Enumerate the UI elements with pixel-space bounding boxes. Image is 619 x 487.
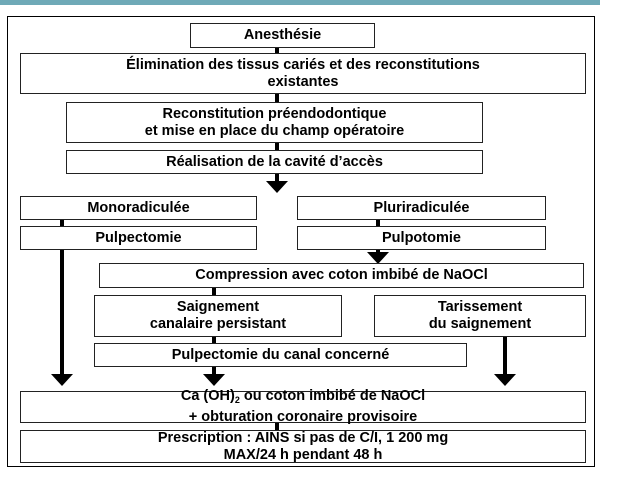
elimination-text: Élimination des tissus cariés et des rec… (126, 57, 480, 91)
connector-line (60, 249, 64, 375)
elimination-label-line2: existantes (267, 73, 339, 90)
monoradiculee-box: Monoradiculée (20, 196, 257, 220)
arrow-down-icon (367, 252, 389, 264)
compression-label: Compression avec coton imbibé de NaOCl (195, 267, 488, 283)
ca-line: Ca (OH)2 ou coton imbibé de NaOCl (181, 388, 425, 409)
anesthesie-box: Anesthésie (190, 23, 375, 48)
realisation-box: Réalisation de la cavité d’accès (66, 150, 483, 174)
arrow-down-icon (266, 181, 288, 193)
tarissement-text: Tarissement du saignement (429, 299, 531, 333)
anesthesie-label: Anesthésie (243, 27, 322, 43)
pulpectomie-label: Pulpectomie (95, 229, 182, 246)
tarissement-label-line1: Tarissement (437, 299, 523, 315)
connector-line (212, 336, 216, 344)
prescription-text: Prescription : AINS si pas de C/I, 1 200… (158, 430, 448, 464)
connector-line (376, 249, 380, 253)
connector-line (275, 422, 279, 430)
arrow-down-icon (494, 374, 516, 386)
saignement-box: Saignement canalaire persistant (94, 295, 342, 337)
top-accent-bar (0, 0, 600, 5)
connector-line (275, 93, 279, 102)
connector-line (212, 287, 216, 295)
connector-line (503, 337, 507, 375)
connector-line (376, 219, 380, 226)
connector-line (60, 219, 64, 227)
pulpotomie-box: Pulpotomie (297, 226, 546, 250)
realisation-label: Réalisation de la cavité d’accès (166, 153, 383, 170)
prescription-box: Prescription : AINS si pas de C/I, 1 200… (20, 430, 586, 463)
pulpotomie-label: Pulpotomie (382, 229, 461, 246)
prescription-label-line2: MAX/24 h pendant 48 h (223, 446, 383, 463)
pulpectomie-canal-box: Pulpectomie du canal concerné (94, 343, 467, 367)
obturation-label: + obturation coronaire provisoire (188, 409, 418, 425)
prescription-label-line1: Prescription : AINS si pas de C/I, 1 200… (157, 429, 449, 446)
ca-prefix: Ca (OH) (180, 388, 235, 404)
connector-line (275, 47, 279, 53)
pulpectomie-box: Pulpectomie (20, 226, 257, 250)
tarissement-box: Tarissement du saignement (374, 295, 586, 337)
compression-box: Compression avec coton imbibé de NaOCl (99, 263, 584, 288)
ca-suffix: ou coton imbibé de NaOCl (239, 388, 426, 404)
connector-line (275, 142, 279, 150)
arrow-down-icon (51, 374, 73, 386)
saignement-label-line2: canalaire persistant (149, 316, 287, 332)
tarissement-label-line2: du saignement (428, 316, 532, 332)
traitement-text: Ca (OH)2 ou coton imbibé de NaOCl + obtu… (181, 388, 425, 426)
elimination-label-line1: Élimination des tissus cariés et des rec… (126, 56, 480, 73)
reconstitution-label-line1: Reconstitution préendodontique (162, 105, 387, 122)
connector-line (275, 173, 279, 182)
pluriradiculee-box: Pluriradiculée (297, 196, 546, 220)
saignement-label-line1: Saignement (176, 299, 260, 315)
monoradiculee-label: Monoradiculée (87, 199, 190, 216)
reconstitution-label-line2: et mise en place du champ opératoire (144, 122, 405, 139)
ca-subscript: 2 (234, 395, 240, 405)
arrow-down-icon (203, 374, 225, 386)
reconstitution-text: Reconstitution préendodontique et mise e… (145, 106, 404, 140)
traitement-box: Ca (OH)2 ou coton imbibé de NaOCl + obtu… (20, 388, 586, 426)
diagram-frame (7, 16, 595, 467)
pluriradiculee-label: Pluriradiculée (373, 199, 470, 216)
connector-line (212, 366, 216, 375)
elimination-box: Élimination des tissus cariés et des rec… (20, 53, 586, 94)
pulpectomie-canal-label: Pulpectomie du canal concerné (171, 346, 390, 363)
saignement-text: Saignement canalaire persistant (150, 299, 286, 333)
reconstitution-box: Reconstitution préendodontique et mise e… (66, 102, 483, 143)
